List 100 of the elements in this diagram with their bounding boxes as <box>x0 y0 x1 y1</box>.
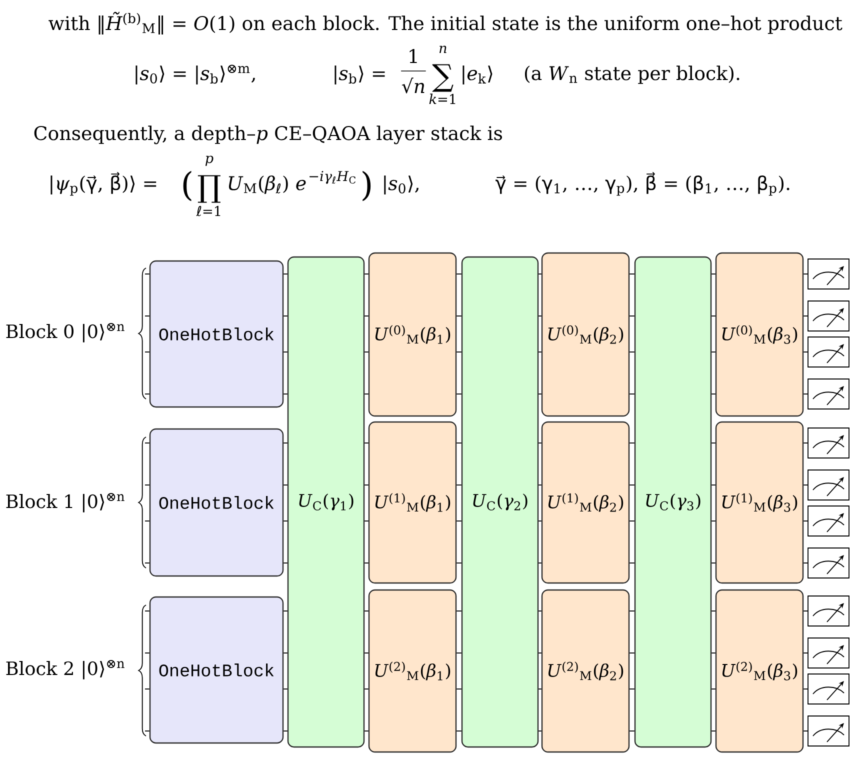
measurement-meter <box>808 548 850 578</box>
gate-box: U$_{C}$(γ$_{1}$) <box>287 256 365 748</box>
wire <box>144 442 150 444</box>
wire <box>283 442 288 444</box>
formula-text: γ⃗ = (γ$_{1}$, …, γ$_{p}$), β⃗ = (β$_{1}$, …, β$_{p}$). <box>496 172 790 196</box>
measurement-meter <box>808 638 850 668</box>
wire <box>364 730 369 732</box>
measurement-meter <box>808 596 850 626</box>
wire <box>283 484 288 486</box>
wire <box>144 730 150 732</box>
wire <box>629 562 635 564</box>
wire <box>538 730 542 732</box>
wire <box>803 652 808 654</box>
wire <box>711 520 716 522</box>
wire <box>629 730 635 732</box>
wire <box>364 610 369 612</box>
formula-text: |e$_{k}$⟩ <box>462 66 492 84</box>
wire <box>283 730 288 732</box>
gate-box: U$^{(1)}$$_{M}$(β$_{3}$) <box>715 421 804 584</box>
gate-box: U$^{(1)}$$_{M}$(β$_{1}$) <box>368 421 457 584</box>
denominator-text: √n <box>402 78 424 94</box>
block-label: Block 1 |0⟩$^{⊗n}$ <box>6 492 124 512</box>
measurement-meter <box>808 716 850 746</box>
measurement-meter <box>808 300 850 332</box>
measurement-meter <box>808 506 850 536</box>
wire <box>364 652 369 654</box>
wire <box>283 652 288 654</box>
wire <box>538 442 542 444</box>
wire <box>538 484 542 486</box>
gate-box: OneHotBlock <box>149 596 284 744</box>
wire <box>283 688 288 690</box>
sum-sign: ∑ <box>432 64 454 92</box>
wire <box>803 688 808 690</box>
wire <box>803 562 808 564</box>
wire <box>538 520 542 522</box>
wire <box>144 520 150 522</box>
wire <box>364 442 369 444</box>
wire <box>538 652 542 654</box>
wire <box>629 610 635 612</box>
limit-text: ℓ=1 <box>196 206 220 216</box>
gate-box: U$^{(0)}$$_{M}$(β$_{1}$) <box>368 252 457 417</box>
parenthesis: ) <box>362 170 371 202</box>
wire <box>144 688 150 690</box>
gate-box: U$_{C}$(γ$_{2}$) <box>461 256 539 748</box>
wire <box>144 562 150 564</box>
formula-text: |s$_{b}$⟩ = <box>334 66 385 84</box>
wire <box>711 688 716 690</box>
wire <box>456 610 462 612</box>
wire <box>283 562 288 564</box>
gate-box: U$^{(0)}$$_{M}$(β$_{3}$) <box>715 252 804 417</box>
formula-text: |s$_{0}$⟩, <box>384 176 418 194</box>
wire <box>803 520 808 522</box>
wire <box>456 652 462 654</box>
measurement-meter <box>808 378 850 410</box>
wire <box>283 520 288 522</box>
wire <box>144 484 150 486</box>
gate-box: OneHotBlock <box>149 428 284 577</box>
wire <box>711 730 716 732</box>
block-label: Block 2 |0⟩$^{⊗n}$ <box>6 660 124 680</box>
wire <box>144 652 150 654</box>
wire <box>538 688 542 690</box>
wire <box>629 442 635 444</box>
product-sign: ∏ <box>198 175 220 203</box>
wire <box>711 562 716 564</box>
wire <box>364 520 369 522</box>
text-line: Consequently, a depth–p CE–QAOA layer stack is <box>34 126 502 144</box>
wire <box>711 610 716 612</box>
gate-box: U$^{(2)}$$_{M}$(β$_{1}$) <box>368 589 457 753</box>
measurement-meter <box>808 258 850 290</box>
wire <box>711 442 716 444</box>
wire <box>629 520 635 522</box>
formula-text: |ψ$_{p}$(γ⃗, β⃗)⟩ = <box>50 172 156 196</box>
wire <box>711 484 716 486</box>
formula-text: U$_{M}$(β$_{ℓ}$) e <box>228 176 306 194</box>
wire <box>456 484 462 486</box>
gate-box: U$^{(0)}$$_{M}$(β$_{2}$) <box>541 252 630 417</box>
limit-text: p <box>205 156 214 166</box>
text-line: with ‖H̃$^{(b)}$$_{M}$‖ = O(1) on each block. The initial state is the uniform one–hot product <box>48 12 842 34</box>
measurement-meter <box>808 470 850 500</box>
wire <box>364 484 369 486</box>
parenthesis: ( <box>183 170 192 202</box>
gate-box: U$_{C}$(γ$_{3}$) <box>634 256 712 748</box>
gate-box: U$^{(1)}$$_{M}$(β$_{2}$) <box>541 421 630 584</box>
wire <box>283 610 288 612</box>
measurement-meter <box>808 674 850 704</box>
block-label: Block 0 |0⟩$^{⊗n}$ <box>6 322 124 342</box>
formula-note: (a W$_{n}$ state per block). <box>524 66 740 84</box>
gate-box: U$^{(2)}$$_{M}$(β$_{2}$) <box>541 589 630 753</box>
wire <box>538 610 542 612</box>
gate-box: U$^{(2)}$$_{M}$(β$_{3}$) <box>715 589 804 753</box>
wire <box>456 520 462 522</box>
limit-text: k=1 <box>429 94 456 104</box>
wire <box>803 484 808 486</box>
wire <box>456 688 462 690</box>
numerator-text: 1 <box>410 48 417 63</box>
wire <box>803 442 808 444</box>
formula-text: |s$_{0}$⟩ = |s$_{b}$⟩$^{⊗m}$, <box>136 64 255 84</box>
wire <box>803 610 808 612</box>
wire <box>629 688 635 690</box>
wire <box>803 730 808 732</box>
